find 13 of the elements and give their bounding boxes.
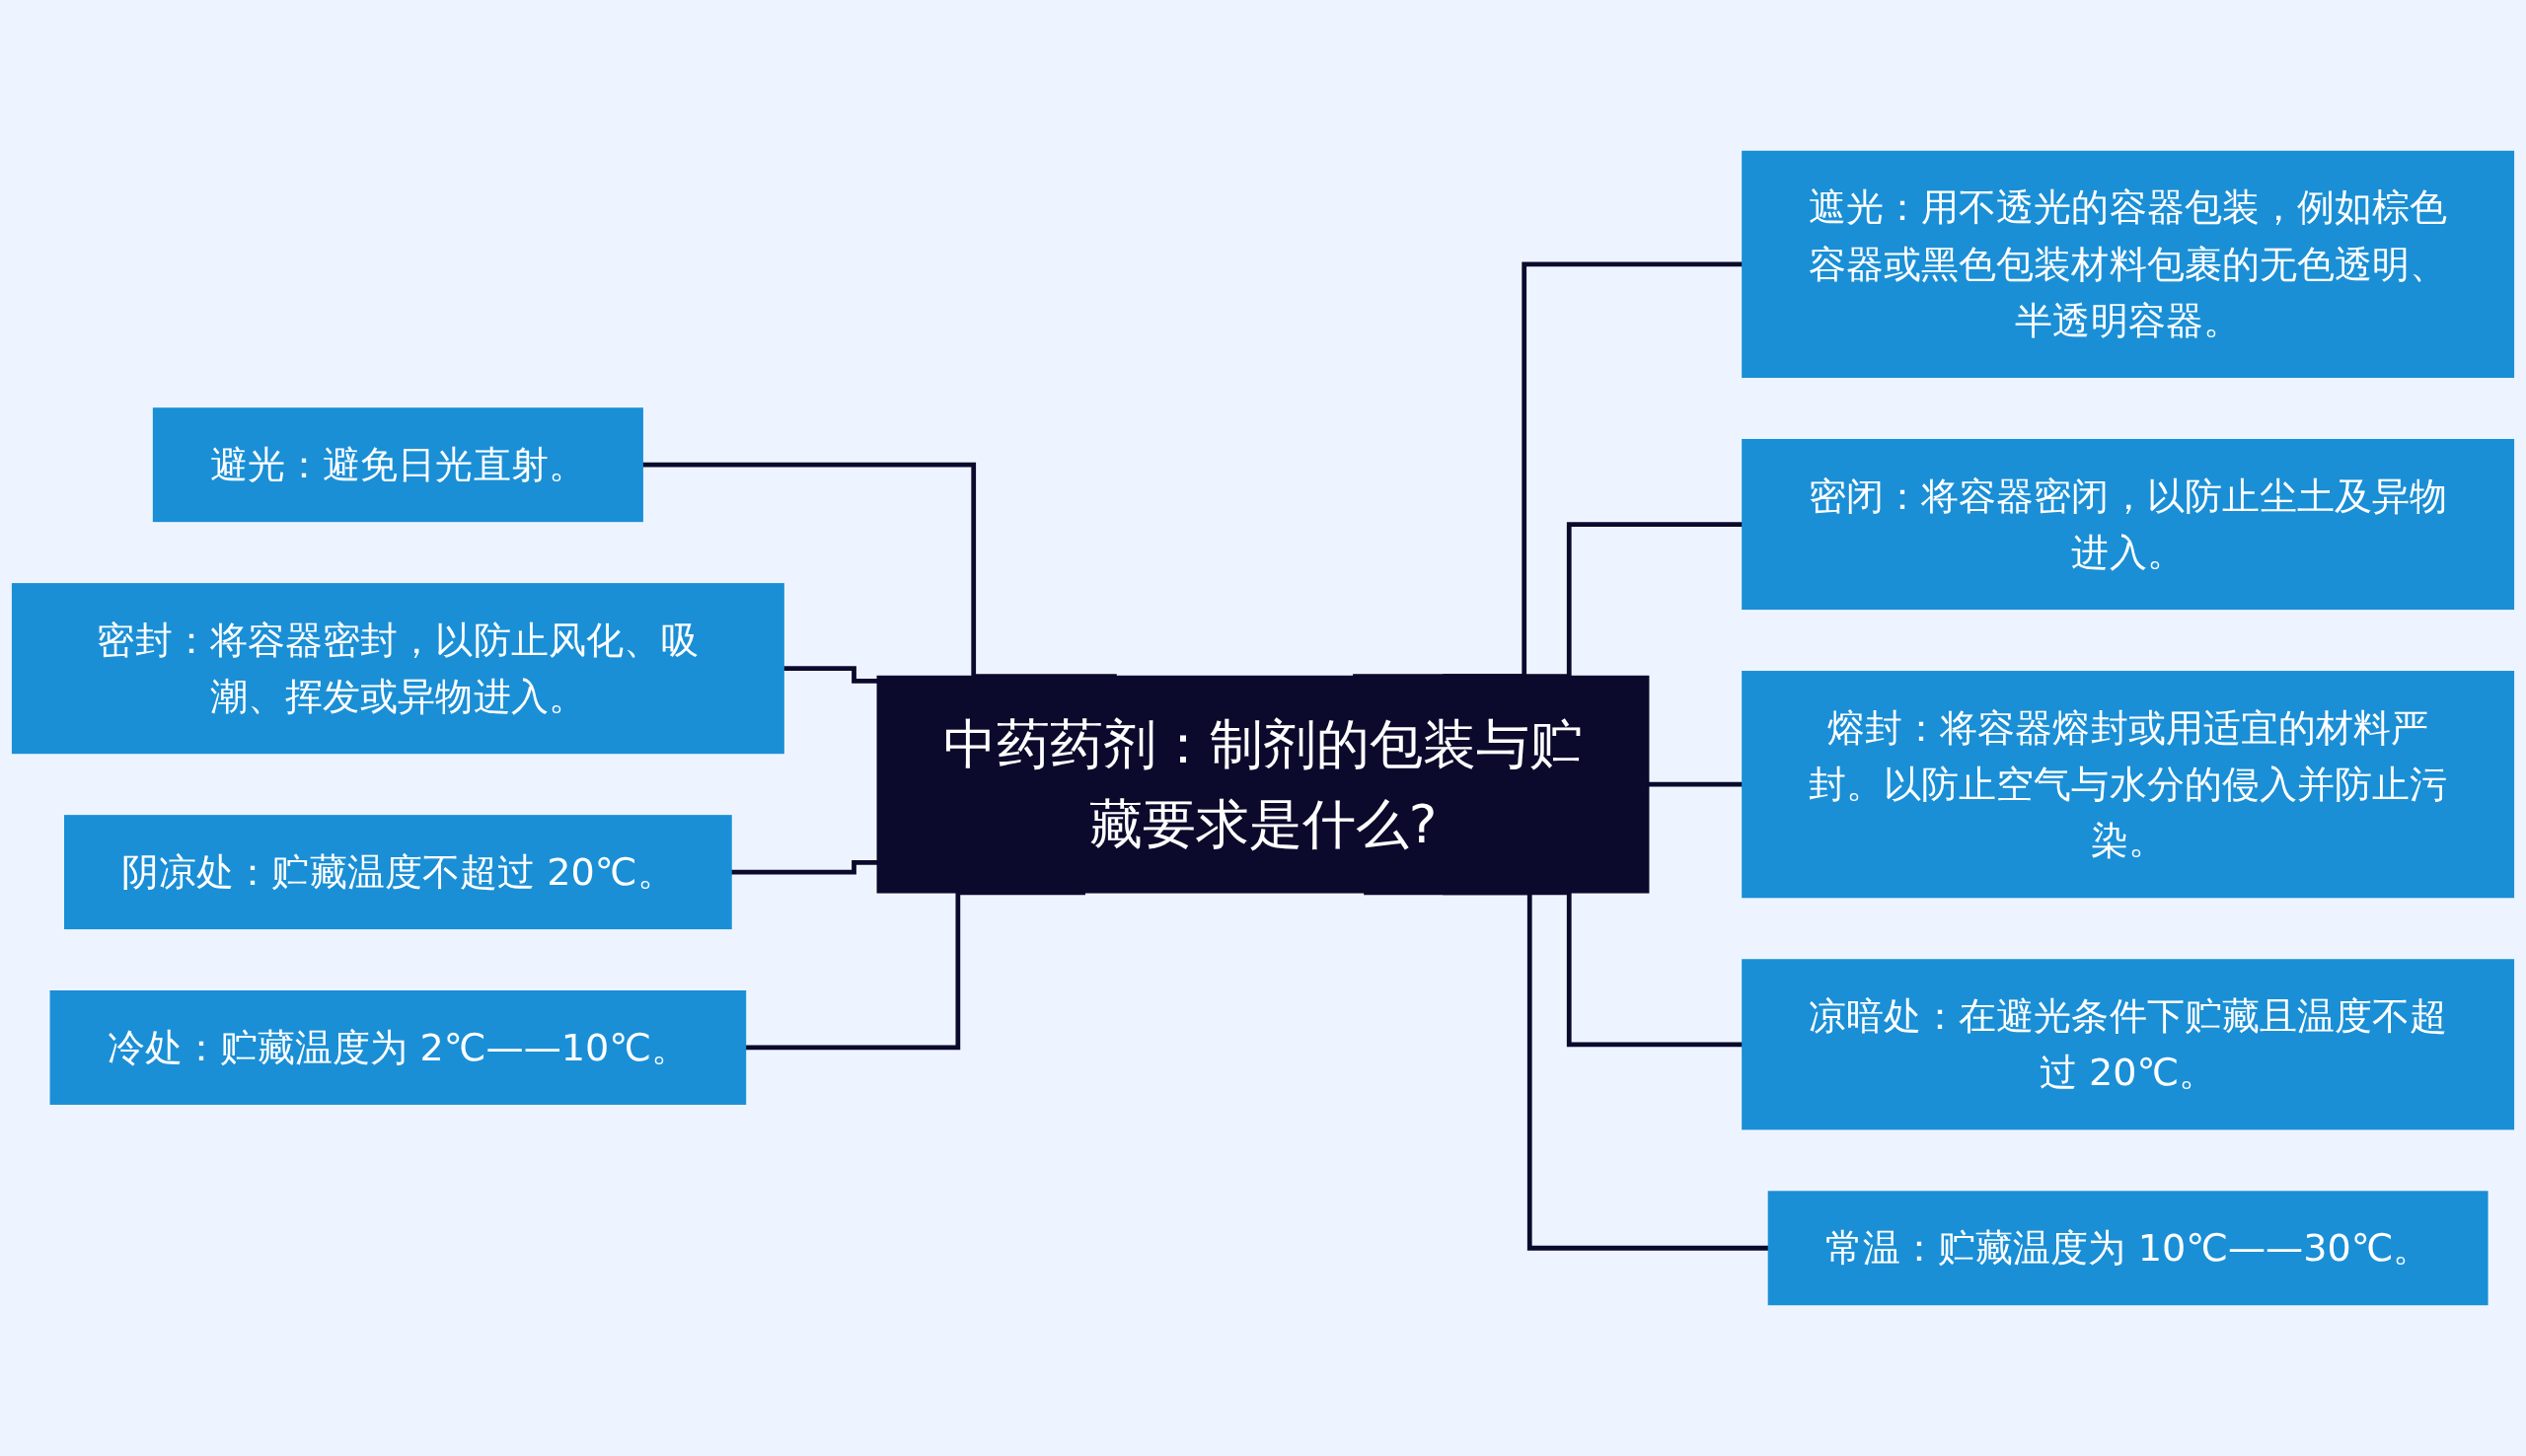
connector [730, 860, 878, 875]
node-box: 密封：将容器密封，以防止风化、吸潮、挥发或异物进入。 [11, 583, 784, 755]
node-box: 密闭：将容器密闭，以防止尘土及异物进入。 [1742, 439, 2515, 611]
node-box: 常温：贮藏温度为 10℃——30℃。 [1767, 1191, 2489, 1306]
connector [1648, 781, 1743, 787]
node-box: 中药药剂：制剂的包装与贮藏要求是什么? [876, 675, 1650, 894]
node-box: 熔封：将容器熔封或用适宜的材料严封。以防止空气与水分的侵入并防止污染。 [1742, 671, 2515, 899]
node-box: 阴凉处：贮藏温度不超过 20℃。 [64, 815, 732, 930]
node-box: 凉暗处：在避光条件下贮藏且温度不超过 20℃。 [1742, 959, 2515, 1130]
node-box: 遮光：用不透光的容器包装，例如棕色容器或黑色包装材料包裹的无色透明、半透明容器。 [1742, 150, 2515, 379]
node-box: 冷处：贮藏温度为 2℃——10℃。 [49, 990, 747, 1105]
connector [783, 666, 878, 684]
node-box: 避光：避免日光直射。 [152, 407, 643, 523]
